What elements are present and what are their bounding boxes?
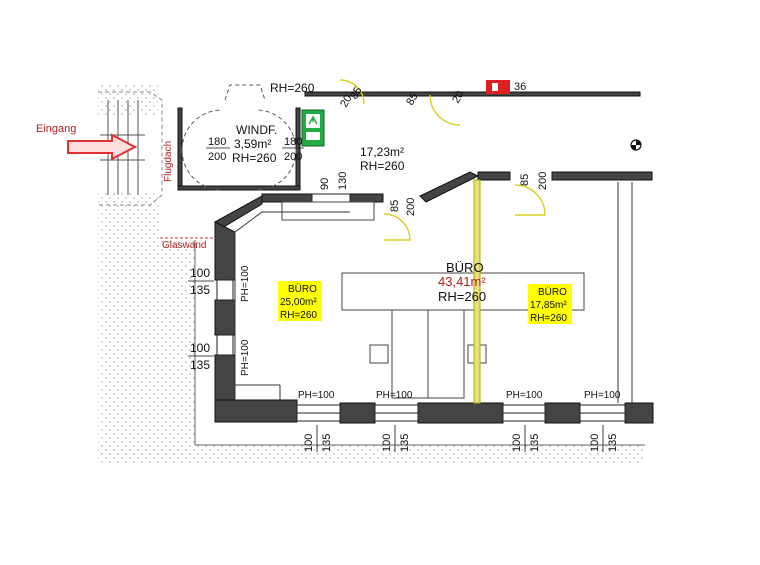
door-b-width: 85	[519, 174, 531, 186]
entrance-label: Eingang	[36, 123, 76, 135]
fire-extinguisher-icon	[486, 80, 510, 94]
office-main-area: 43,41m²	[438, 274, 486, 289]
window-left-1-ph: PH=100	[240, 265, 251, 302]
corridor-top-mid-dim2: 20	[450, 89, 467, 106]
partition-glass	[473, 179, 481, 404]
corridor-top-left-dim2: 20	[338, 93, 355, 110]
window-bottom-4-width: 100	[589, 434, 601, 452]
window-left-1-height: 135	[190, 283, 210, 297]
office-left-tag	[278, 281, 322, 321]
window-left-2-width: 100	[190, 341, 210, 355]
windfang-door-right-width: 180	[284, 136, 302, 148]
corridor-height: RH=260	[360, 159, 405, 173]
office-left-height: RH=260	[280, 310, 317, 321]
windfang-door-swings	[181, 84, 297, 191]
door-a-width: 85	[389, 200, 401, 212]
window-frames	[216, 193, 626, 422]
opening-height: 130	[337, 172, 349, 190]
door-a-height: 200	[405, 198, 417, 216]
window-bottom-1-ph: PH=100	[298, 390, 335, 401]
office-right-height: RH=260	[530, 313, 567, 324]
exit-sign-icon	[301, 109, 325, 147]
window-bottom-2-height: 135	[399, 434, 411, 452]
window-bottom-2-ph: PH=100	[376, 390, 413, 401]
window-bottom-4-ph: PH=100	[584, 390, 621, 401]
office-right-tag	[528, 284, 572, 324]
exterior-ground-hatch	[98, 192, 195, 455]
window-left-1-width: 100	[190, 266, 210, 280]
office-main-height: RH=260	[438, 289, 486, 304]
window-bottom-3-height: 135	[529, 434, 541, 452]
office-right-name: BÜRO	[538, 286, 567, 298]
windfang-area: 3,59m²	[234, 137, 271, 151]
window-left-2-ph: PH=100	[240, 339, 251, 376]
furniture	[281, 201, 585, 399]
canopy-outline	[98, 91, 163, 206]
window-bottom-1-height: 135	[321, 434, 333, 452]
entrance-arrow	[67, 133, 138, 161]
office-left-area: 25,00m²	[280, 297, 317, 308]
ceiling-light-icon	[630, 139, 642, 151]
windfang-door-right-height: 200	[284, 151, 302, 163]
window-bottom-dim-dividers	[316, 425, 604, 452]
window-bottom-3-ph: PH=100	[506, 390, 543, 401]
corridor-area: 17,23m²	[360, 145, 404, 159]
corridor-top-right-dim: 36	[514, 81, 526, 93]
opening-width: 90	[319, 178, 331, 190]
office-right-area: 17,85m²	[530, 300, 567, 311]
canopy-label: Flugdach	[163, 141, 174, 182]
office-main-name: BÜRO	[446, 260, 484, 275]
window-left-2-height: 135	[190, 358, 210, 372]
corridor-top-mid-dim: 85	[404, 91, 421, 108]
windfang-door-left-width: 180	[208, 136, 226, 148]
window-bottom-1-width: 100	[303, 434, 315, 452]
window-bottom-4-height: 135	[607, 434, 619, 452]
door-b-height: 200	[537, 172, 549, 190]
inner-wall-outline	[234, 182, 633, 403]
corridor-top-left-dim: 85	[348, 85, 365, 102]
windfang-name: WINDF.	[236, 123, 277, 137]
window-bottom-3-width: 100	[511, 434, 523, 452]
door-swings	[339, 79, 546, 241]
exterior-ground-bottom	[98, 445, 643, 465]
windfang-door-left-height: 200	[208, 151, 226, 163]
window-bottom-2-width: 100	[381, 434, 393, 452]
corridor-top-cut-label: RH=260	[270, 81, 315, 95]
office-left-name: BÜRO	[288, 283, 317, 295]
windfang-height: RH=260	[232, 151, 277, 165]
glass-wall-label: Glaswand	[162, 240, 206, 251]
